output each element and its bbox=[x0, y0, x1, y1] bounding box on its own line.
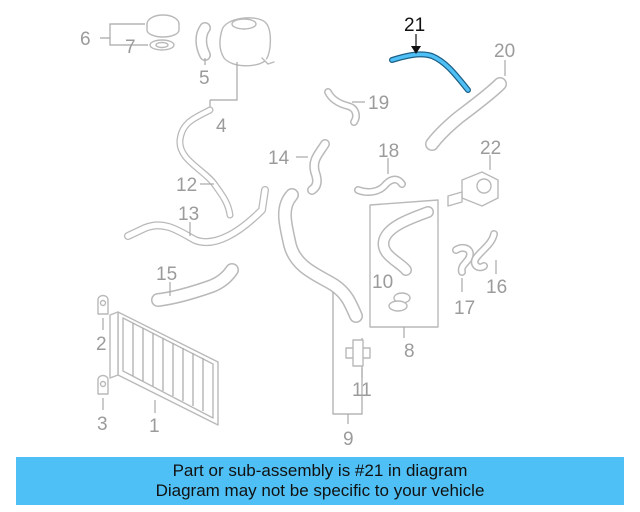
callout-11: 11 bbox=[352, 380, 372, 401]
part-11-fitting bbox=[345, 339, 371, 367]
callout-2: 2 bbox=[96, 334, 107, 355]
callout-20: 20 bbox=[494, 41, 515, 62]
callout-5: 5 bbox=[199, 68, 210, 89]
part-6-tank-cap bbox=[146, 14, 180, 38]
expansion-tank bbox=[219, 17, 275, 67]
banner-line-2: Diagram may not be specific to your vehi… bbox=[155, 481, 485, 500]
callout-6: 6 bbox=[80, 29, 91, 50]
callout-12: 12 bbox=[176, 175, 197, 196]
callout-17: 17 bbox=[454, 298, 475, 319]
part-2-mount bbox=[97, 294, 109, 315]
callout-19: 19 bbox=[368, 93, 389, 114]
part-10-clamp bbox=[388, 292, 411, 312]
parts-diagram: 6 7 5 4 12 13 15 1 2 3 bbox=[80, 14, 515, 450]
part-8-kit-box bbox=[369, 199, 439, 328]
banner-line-1: Part or sub-assembly is #21 in diagram bbox=[172, 461, 468, 480]
part-3-mount bbox=[97, 374, 109, 395]
callout-1: 1 bbox=[149, 416, 160, 437]
callout-18: 18 bbox=[378, 141, 399, 162]
part-21-hose-highlighted bbox=[389, 51, 471, 93]
callout-13: 13 bbox=[178, 204, 199, 225]
callout-22: 22 bbox=[480, 138, 501, 159]
part-22-housing bbox=[447, 171, 499, 207]
callout-8: 8 bbox=[404, 341, 415, 362]
callout-3: 3 bbox=[97, 414, 108, 435]
callout-9: 9 bbox=[343, 429, 354, 450]
info-banner: Part or sub-assembly is #21 in diagram D… bbox=[16, 457, 624, 505]
callout-7: 7 bbox=[125, 37, 136, 58]
callout-21: 21 bbox=[404, 15, 425, 36]
callout-16: 16 bbox=[486, 277, 507, 298]
callout-4: 4 bbox=[216, 116, 227, 137]
part-1-radiator bbox=[109, 311, 219, 426]
callout-14: 14 bbox=[268, 148, 290, 169]
part-7-o-ring bbox=[149, 39, 175, 51]
callout-15: 15 bbox=[156, 264, 177, 285]
callout-10: 10 bbox=[372, 272, 393, 293]
